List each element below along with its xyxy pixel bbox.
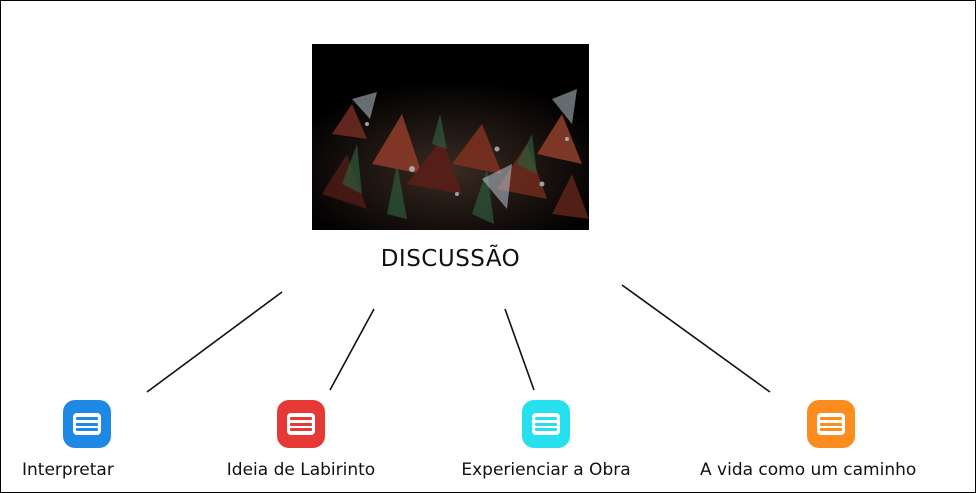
node-label: Ideia de Labirinto	[226, 460, 376, 480]
connector-interpretar	[146, 291, 283, 393]
list-icon	[277, 400, 325, 448]
list-icon	[63, 400, 111, 448]
connector-experienciar-a-obra	[504, 308, 535, 391]
node-interpretar[interactable]: Interpretar	[22, 400, 152, 480]
node-ideia-de-labirinto[interactable]: Ideia de Labirinto	[196, 400, 406, 480]
node-label: Experienciar a Obra	[461, 460, 631, 480]
central-image	[312, 44, 589, 230]
node-experienciar-a-obra[interactable]: Experienciar a Obra	[437, 400, 655, 480]
node-a-vida-como-um-caminho[interactable]: A vida como um caminho	[694, 400, 974, 480]
list-icon	[807, 400, 855, 448]
connector-a-vida-como-um-caminho	[621, 284, 771, 393]
node-label: Interpretar	[22, 460, 114, 480]
central-label: DISCUSSÃO	[380, 246, 521, 272]
node-label: A vida como um caminho	[700, 460, 917, 480]
list-icon	[522, 400, 570, 448]
connector-ideia-de-labirinto	[329, 308, 375, 391]
